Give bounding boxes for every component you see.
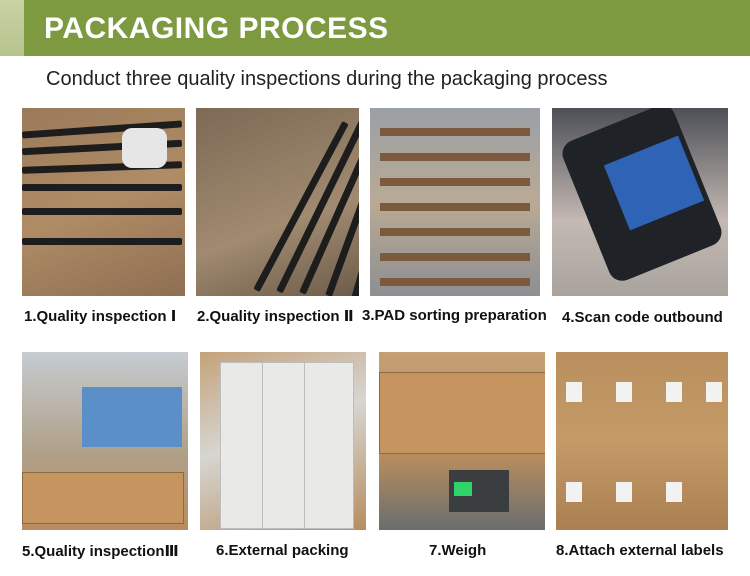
photo-pad-sorting (370, 108, 540, 296)
caption-step-6: 6.External packing (216, 542, 349, 559)
caption-step-7: 7.Weigh (429, 542, 487, 559)
photo-scanner (552, 108, 728, 296)
page-title: PACKAGING PROCESS (44, 12, 389, 45)
caption-step-1: 1.Quality inspection Ⅰ (24, 308, 177, 325)
caption-step-4: 4.Scan code outbound (562, 309, 723, 326)
photo-quality-inspection-2 (196, 108, 359, 296)
caption-step-8: 8.Attach external labels (556, 542, 724, 559)
header-banner-bar (24, 0, 750, 56)
photo-weigh (379, 352, 545, 530)
caption-step-2: 2.Quality inspection Ⅱ (197, 308, 354, 325)
photo-attach-labels (556, 352, 728, 530)
photo-quality-inspection-1 (22, 108, 185, 296)
header-banner: PACKAGING PROCESS (0, 0, 750, 56)
photo-quality-inspection-3 (22, 352, 188, 530)
caption-step-5: 5.Quality inspectionⅢ (22, 543, 179, 560)
caption-step-3: 3.PAD sorting preparation (362, 307, 547, 324)
photo-external-packing (200, 352, 366, 530)
page-subtitle: Conduct three quality inspections during… (46, 68, 608, 90)
